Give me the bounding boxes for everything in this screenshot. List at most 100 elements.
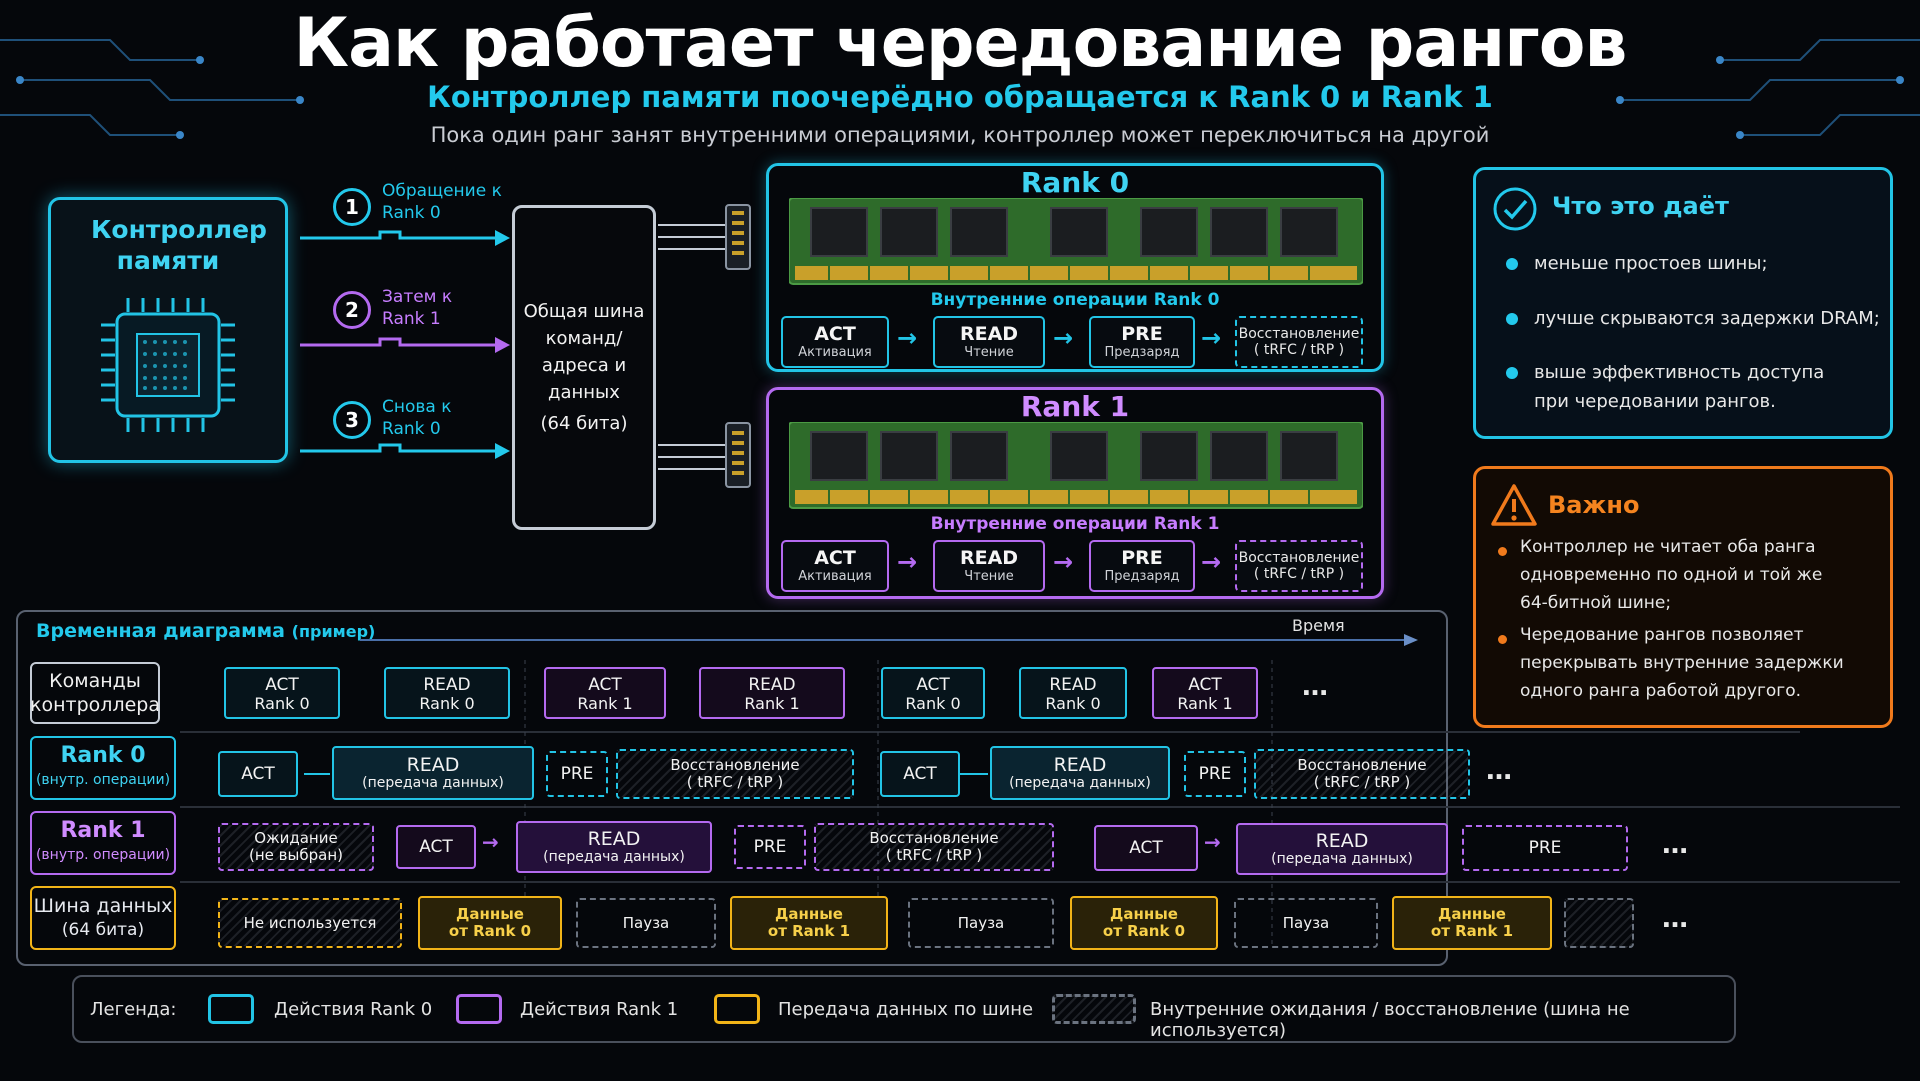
timing-title-note: (пример) [291, 622, 376, 641]
rank-1-op-read: READ(передача данных) [516, 821, 712, 873]
op-main: READ [1315, 829, 1369, 852]
step-2-label: Затем к Rank 1 [382, 287, 453, 329]
bullet-dot-icon [1506, 313, 1518, 325]
warning-icon [1491, 484, 1537, 526]
rank-0-op-act: ACT [218, 751, 298, 797]
op-sub: Чтение [964, 569, 1014, 584]
op-sub: ( tRFC / tRP ) [885, 846, 983, 864]
arrow-icon: → [1201, 548, 1222, 576]
important-panel: Важно Контроллер не читает оба ранга одн… [1473, 466, 1893, 728]
rank-1-op-pre: PRE [1462, 825, 1628, 871]
op-main: Ожидание [254, 829, 338, 847]
op-sub: ( tRFC / tRP ) [1313, 773, 1411, 791]
legend-item-rank-0: Действия Rank 0 [274, 999, 433, 1020]
op-main: READ [1053, 753, 1107, 776]
step-2-number: 2 [333, 291, 371, 329]
op-sub: (передача данных) [1271, 850, 1413, 867]
arrow-icon: → [1053, 548, 1074, 576]
rank-1-op-act: ACT [1094, 825, 1198, 871]
chip-icon [101, 298, 235, 432]
benefit-item: меньше простоев шины; [1534, 253, 1768, 274]
legend-swatch-wait [1052, 994, 1136, 1024]
shared-bus-width: (64 бита) [540, 413, 628, 434]
cmd-sub: Rank 0 [1045, 693, 1101, 713]
op-main: Данные [775, 905, 843, 923]
shared-bus-label: Общая шина команд/адреса и данных [523, 301, 645, 403]
cmd-sub: Rank 0 [254, 693, 310, 713]
shared-bus-box: Общая шина команд/адреса и данных (64 би… [512, 205, 656, 530]
cmd-main: ACT [1188, 674, 1222, 695]
legend-panel: Легенда: Действия Rank 0 Действия Rank 1… [72, 975, 1736, 1043]
rank-0-op-read: READ(передача данных) [990, 746, 1170, 800]
bus-connector-lines [658, 204, 751, 488]
step-1-label: Обращение к Rank 0 [382, 181, 502, 223]
rank-0-op-recovery: Восстановление( tRFC / tRP ) [1235, 316, 1363, 368]
op-main: Восстановление [670, 756, 800, 774]
op-sub: от Rank 0 [448, 922, 532, 940]
op-main: PRE [560, 764, 594, 784]
bus-op-pause: Пауза [1234, 898, 1378, 948]
step-3-number: 3 [333, 401, 371, 439]
timing-row-label-commands: Команды контроллера [30, 662, 160, 724]
rank-0-op-act: ACT [880, 751, 960, 797]
rank-0-op-pre: PRE [1184, 751, 1246, 797]
op-sub: (передача данных) [1009, 774, 1151, 791]
rank-0-connectors [304, 773, 988, 775]
row-sublabel: (64 бита) [61, 920, 145, 940]
legend-label: Легенда: [90, 999, 177, 1020]
arrow-icon: → [1053, 324, 1074, 352]
op-sub: Предзаряд [1104, 569, 1180, 584]
cmd-main: ACT [916, 674, 950, 695]
legend-item-bus: Передача данных по шине [778, 999, 1034, 1020]
rank-1-op-recovery: Восстановление( tRFC / tRP ) [814, 823, 1054, 871]
op-main: ACT [814, 547, 856, 569]
op-main: PRE [1121, 323, 1163, 345]
page-subtitle: Контроллер памяти поочерёдно обращается … [427, 80, 1493, 114]
circuit-decoration-left [0, 39, 304, 139]
page-tagline: Пока один ранг занят внутренними операци… [430, 123, 1490, 147]
benefits-panel: Что это даёт меньше простоев шины; лучше… [1473, 167, 1893, 439]
bullet-dot-icon [1506, 367, 1518, 379]
cmd-main: ACT [588, 674, 622, 695]
legend-swatch-bus [714, 994, 760, 1024]
cmd-sub: Rank 1 [577, 693, 633, 713]
circuit-decoration-right [1616, 39, 1920, 139]
rank-0-caption: Внутренние операции Rank 0 [930, 290, 1220, 310]
arrow-icon: → [1201, 324, 1222, 352]
op-main: ACT [419, 837, 453, 857]
timing-title: Временная диаграмма (пример) [36, 620, 375, 642]
rank-0-op-pre: PRE [546, 751, 608, 797]
important-title: Важно [1548, 491, 1640, 519]
op-main: PRE [753, 837, 787, 857]
cmd-sub: Rank 0 [419, 693, 475, 713]
bullet-dot-icon [1506, 258, 1518, 270]
step-1-number: 1 [333, 188, 371, 226]
op-sub: Активация [798, 345, 872, 360]
cmd-main: READ [1049, 674, 1097, 695]
timing-row-separators [180, 660, 1900, 945]
arrow-icon: → [897, 324, 918, 352]
timing-row-label-rank-1: Rank 1(внутр. операции) [30, 811, 176, 875]
rank-1-op-recovery: Восстановление( tRFC / tRP ) [1235, 540, 1363, 592]
cmd-sub: Rank 1 [744, 693, 800, 713]
op-main: PRE [1528, 838, 1562, 858]
op-sub: Активация [798, 569, 872, 584]
timing-diagram-panel [16, 610, 1448, 966]
op-main: ACT [241, 764, 275, 784]
benefits-title: Что это даёт [1552, 192, 1729, 220]
dram-module-icon [789, 198, 1363, 285]
time-axis-arrow [360, 634, 1418, 646]
row-sublabel: (внутр. операции) [35, 772, 171, 788]
legend-swatch-rank-0 [208, 994, 254, 1024]
rank-0-op-recovery: Восстановление( tRFC / tRP ) [1254, 749, 1470, 799]
op-sub: (передача данных) [543, 848, 685, 865]
op-sub: Чтение [964, 345, 1014, 360]
op-main: READ [959, 547, 1019, 569]
op-main: Пауза [957, 913, 1005, 932]
